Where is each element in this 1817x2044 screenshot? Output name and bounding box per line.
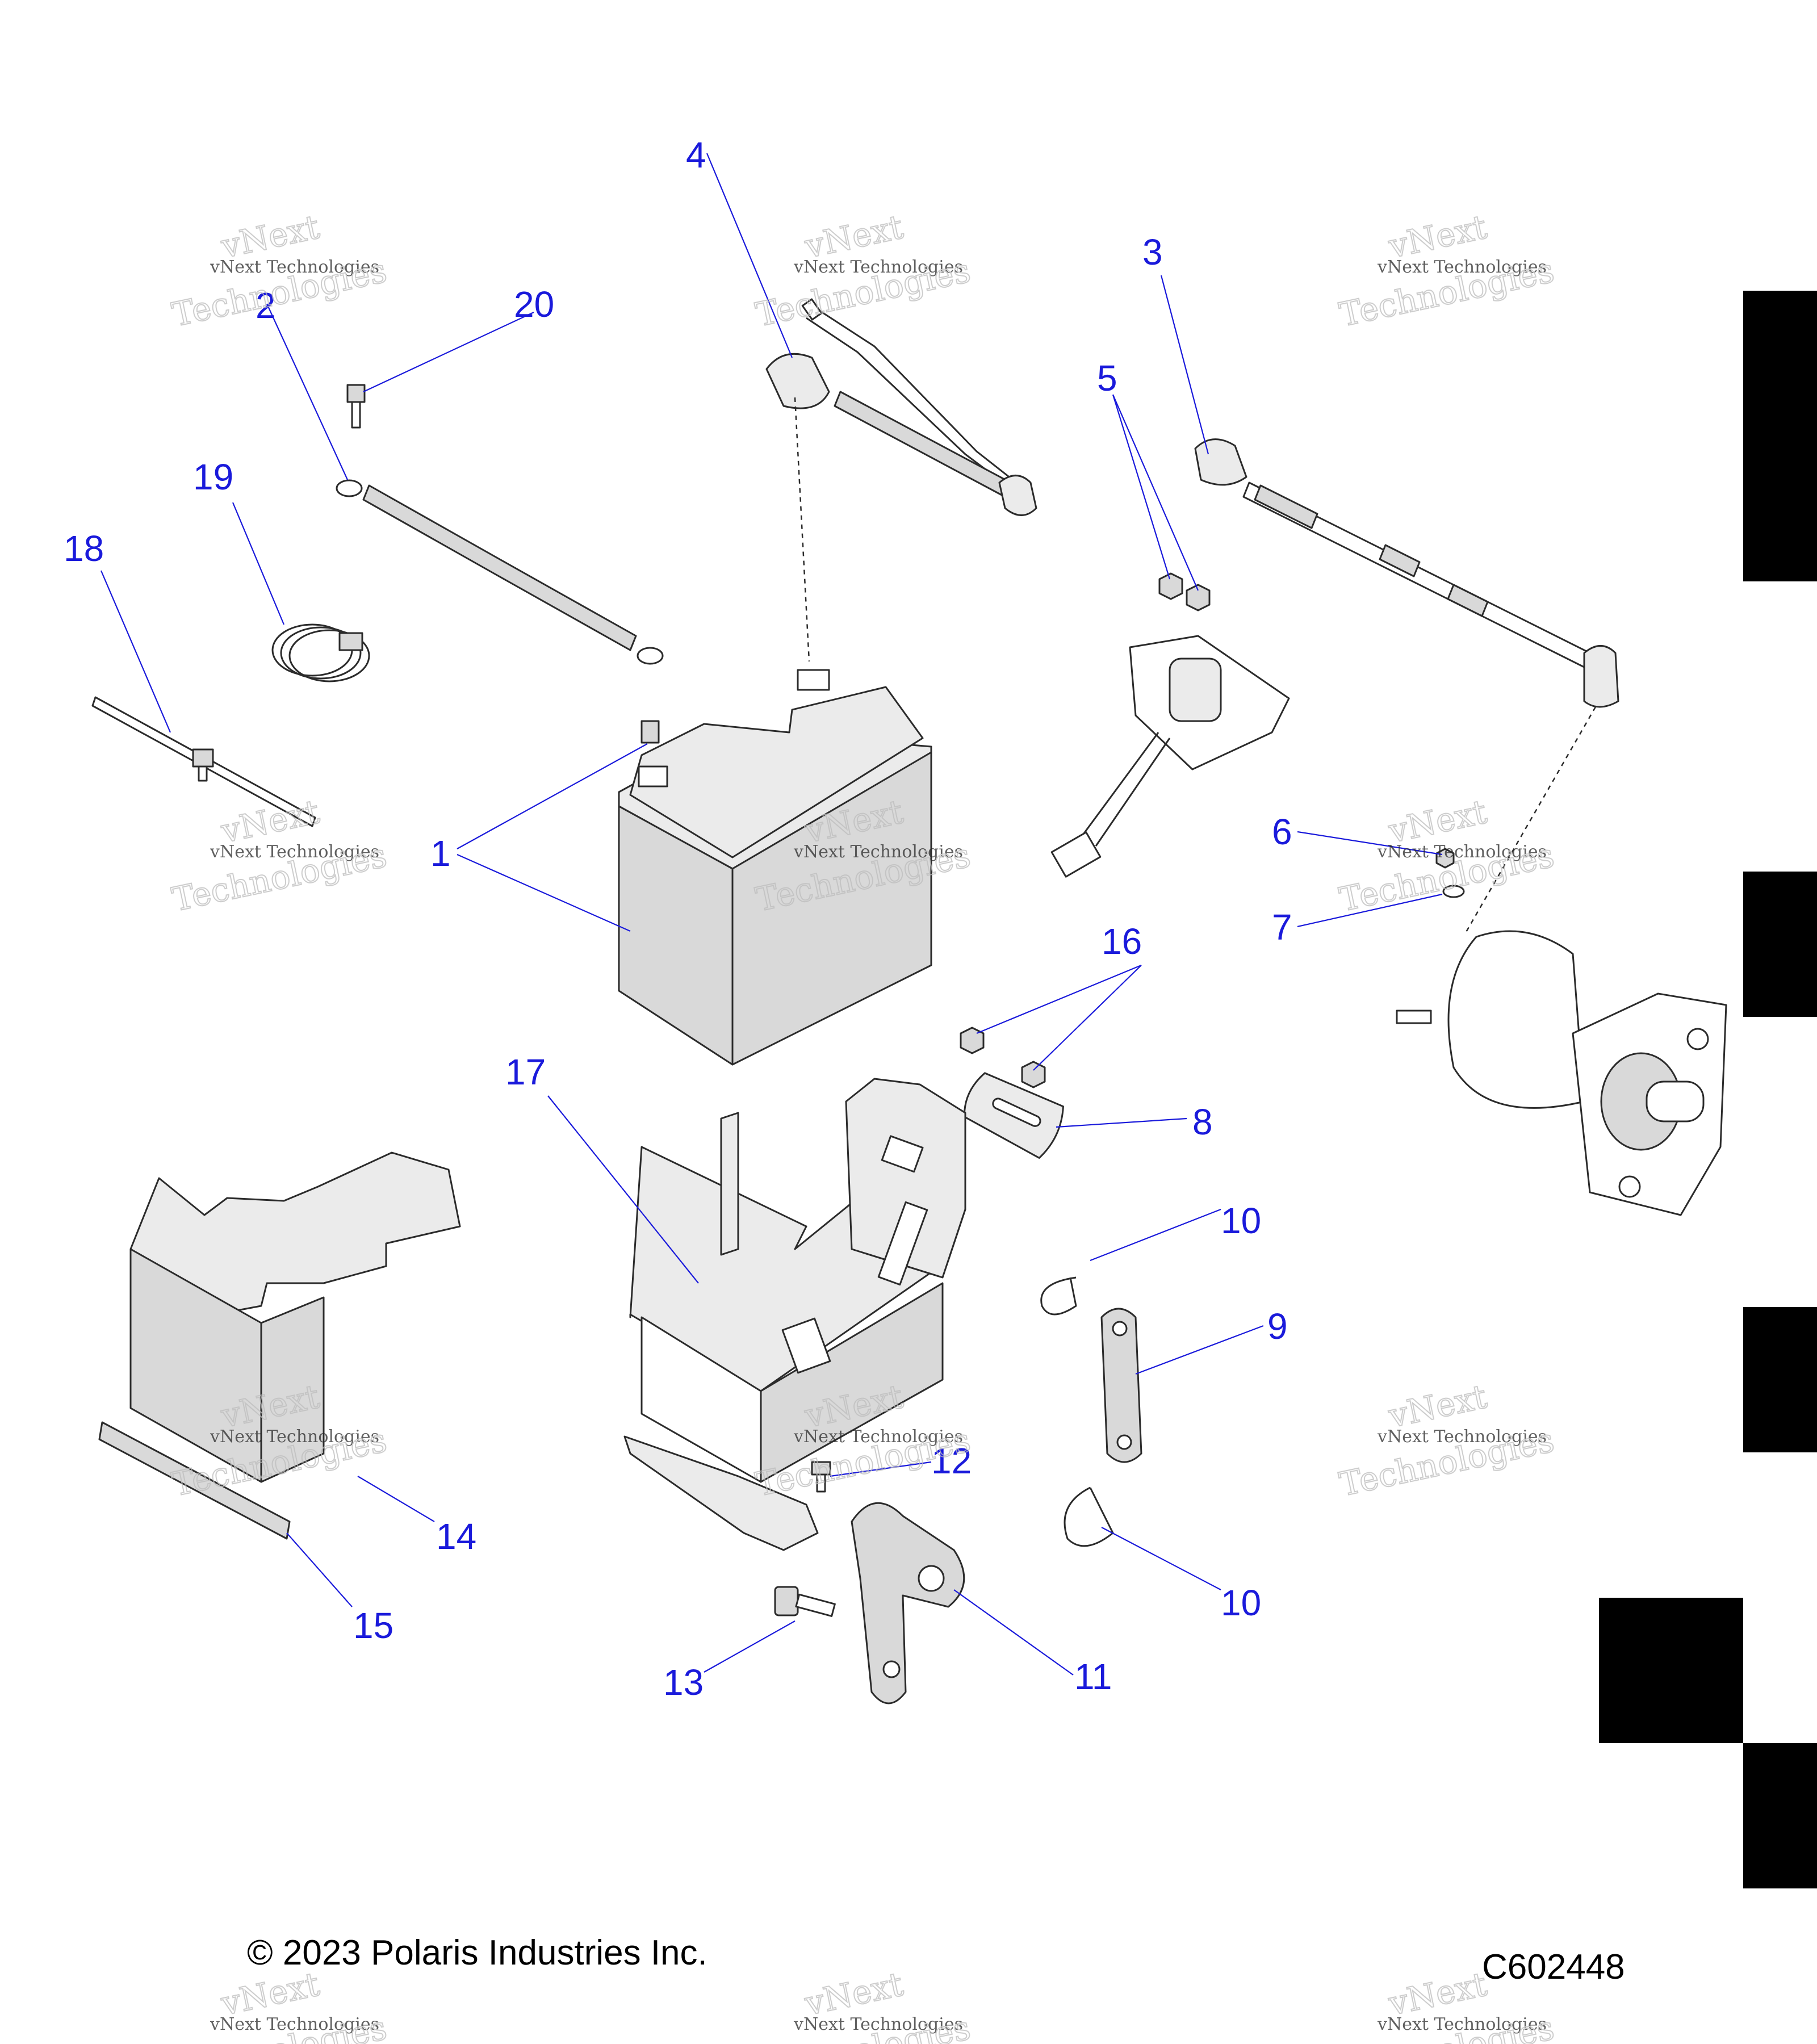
starter-cable	[1194, 438, 1619, 708]
copyright-notice: © 2023 Polaris Industries Inc.	[247, 1933, 707, 1972]
battery-tray-17	[623, 1078, 966, 1551]
svg-text:vNext Technologies: vNext Technologies	[1377, 2014, 1547, 2034]
d-ring-10-upper	[1040, 1276, 1077, 1316]
nut-6	[1435, 848, 1455, 869]
svg-text:vNext Technologies: vNext Technologies	[210, 842, 379, 862]
svg-text:vNext Technologies: vNext Technologies	[1377, 257, 1547, 277]
svg-text:vNext Technologies: vNext Technologies	[793, 842, 963, 862]
mounting-bracket-11	[851, 1502, 965, 1704]
foam-strip-15	[98, 1421, 291, 1540]
callout-17: 17	[505, 1052, 546, 1092]
callout-19: 19	[193, 456, 233, 497]
drawing-number: C602448	[1482, 1947, 1625, 1987]
watermark: vNext vNext Technologies Technologies	[1335, 1376, 1558, 1504]
wire-ties	[271, 623, 370, 682]
assembly-line-4	[794, 397, 810, 662]
positive-battery-cable	[765, 298, 1037, 516]
callout-9: 9	[1267, 1306, 1288, 1347]
starter-solenoid	[1050, 635, 1290, 878]
callout-10-lower: 10	[1221, 1582, 1261, 1623]
callout-6: 6	[1272, 811, 1292, 852]
callout-3: 3	[1142, 232, 1163, 273]
flange-nuts-16	[960, 1027, 1046, 1088]
callout-7: 7	[1272, 907, 1292, 948]
leader-lines	[100, 153, 1443, 1676]
callout-14: 14	[436, 1516, 476, 1557]
hold-down-strap-8	[963, 1072, 1064, 1159]
watermark: vNext vNext Technologies Technologies	[168, 207, 391, 334]
callout-2: 2	[256, 285, 276, 326]
watermark: vNext vNext Technologies Technologies	[752, 1964, 974, 2044]
svg-text:vNext Technologies: vNext Technologies	[1377, 842, 1547, 862]
assembly-line-3	[1464, 706, 1597, 935]
svg-text:vNext Technologies: vNext Technologies	[1377, 1427, 1547, 1447]
svg-text:vNext Technologies: vNext Technologies	[793, 2014, 963, 2034]
callout-16: 16	[1102, 921, 1142, 962]
edge-tab-3	[1743, 1307, 1817, 1452]
nuts-5	[1158, 572, 1211, 611]
rubber-strap-9	[1100, 1308, 1142, 1463]
svg-text:vNext Technologies: vNext Technologies	[793, 257, 963, 277]
svg-text:vNext Technologies: vNext Technologies	[210, 2014, 379, 2034]
svg-text:vNext Technologies: vNext Technologies	[210, 1427, 379, 1447]
screw-12	[811, 1461, 831, 1493]
edge-tab-5	[1743, 1743, 1817, 1888]
callout-11: 11	[1074, 1656, 1112, 1697]
d-ring-10-lower	[1064, 1486, 1114, 1547]
bolt-20	[346, 384, 366, 429]
callout-15: 15	[353, 1605, 393, 1646]
edge-tab-4	[1599, 1598, 1743, 1743]
callout-labels: 1 2 3 4 5 6 7 8 9 10 10 11 12 13 14 15 1…	[64, 135, 1292, 1703]
washer-7	[1442, 885, 1465, 898]
watermark: vNext vNext Technologies Technologies	[168, 1964, 391, 2044]
callout-8: 8	[1192, 1101, 1213, 1142]
battery	[618, 669, 932, 1066]
watermark: vNext vNext Technologies Technologies	[752, 207, 974, 334]
svg-text:vNext Technologies: vNext Technologies	[793, 1427, 963, 1447]
callout-1: 1	[430, 833, 451, 874]
callout-20: 20	[514, 284, 554, 325]
callout-5: 5	[1097, 358, 1117, 399]
edge-tab-2	[1743, 872, 1817, 1017]
callout-13: 13	[663, 1662, 704, 1703]
watermark: vNext vNext Technologies Technologies	[1335, 207, 1558, 334]
watermark: vNext vNext Technologies Technologies	[168, 791, 391, 919]
watermark: vNext vNext Technologies Technologies	[1335, 791, 1558, 919]
callout-18: 18	[64, 528, 104, 569]
edge-tab-1	[1743, 291, 1817, 581]
starter-motor	[1396, 930, 1727, 1216]
callout-4: 4	[686, 135, 706, 175]
battery-cover-14	[129, 1151, 461, 1483]
negative-battery-cable	[336, 479, 664, 665]
bolt-13	[774, 1586, 836, 1617]
callout-12: 12	[931, 1440, 972, 1481]
callout-10-upper: 10	[1221, 1200, 1261, 1241]
cable-tie-clip	[91, 696, 316, 827]
svg-text:vNext Technologies: vNext Technologies	[210, 257, 379, 277]
